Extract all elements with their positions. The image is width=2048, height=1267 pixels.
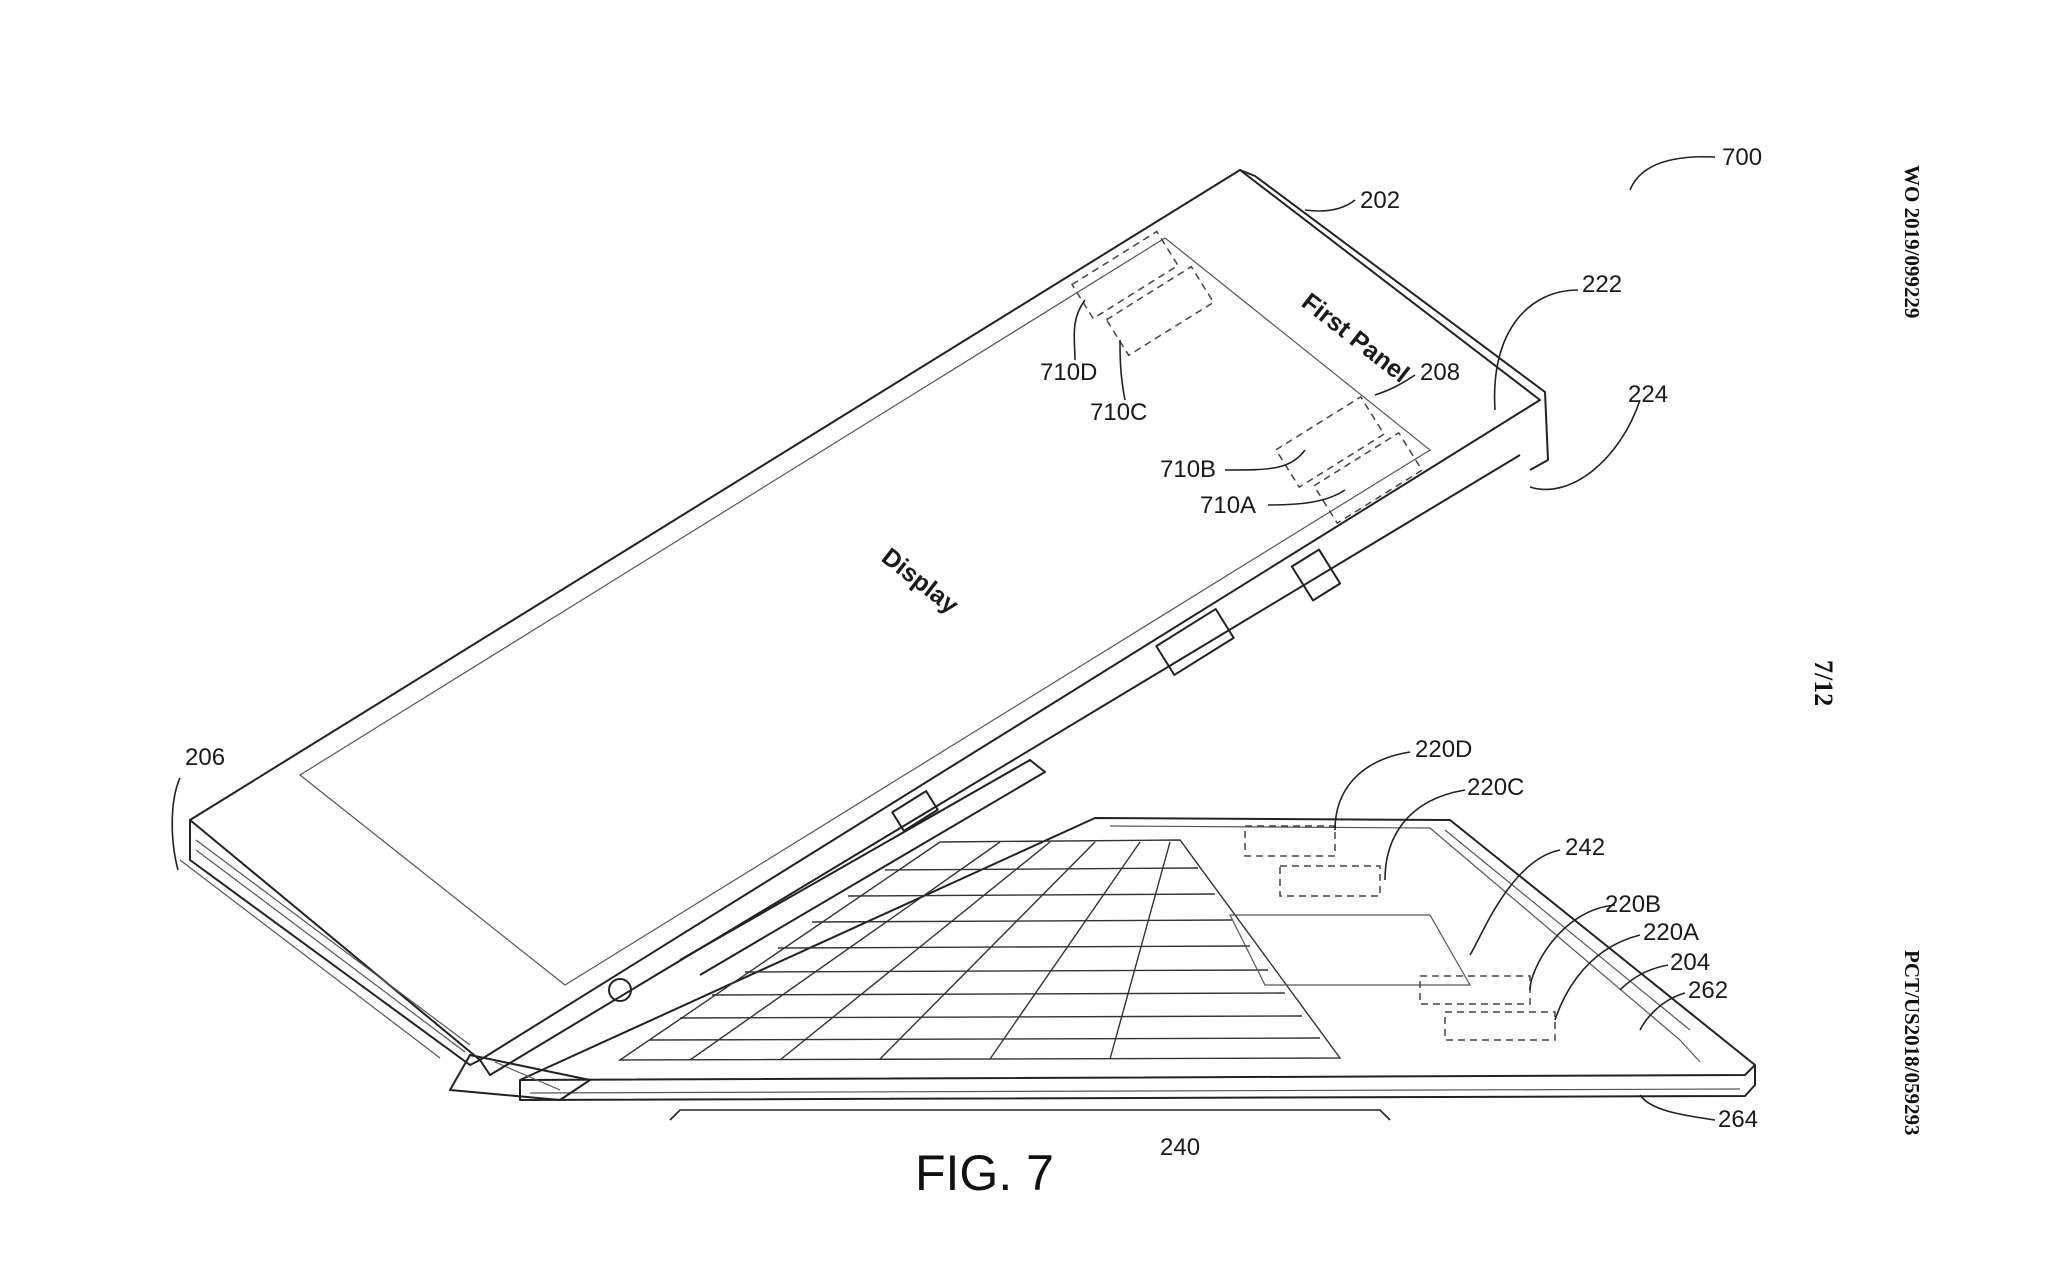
ref-262: 262 [1688, 977, 1728, 1004]
component-220B [1419, 975, 1531, 1005]
component-710D [1070, 230, 1180, 320]
keyboard-keys [617, 839, 1342, 1061]
ref-220B: 220B [1605, 891, 1661, 918]
first-panel-text: First Panel [1296, 288, 1414, 389]
port-2 [1155, 608, 1235, 676]
component-220A [1444, 1011, 1556, 1041]
ref-208: 208 [1420, 359, 1460, 386]
ref-710A: 710A [1200, 492, 1256, 519]
component-710B [1274, 395, 1386, 489]
component-220D [1244, 825, 1336, 857]
ref-710D: 710D [1040, 359, 1097, 386]
ref-224: 224 [1628, 381, 1668, 408]
ref-222: 222 [1582, 271, 1622, 298]
ref-242: 242 [1565, 834, 1605, 861]
jack [608, 978, 632, 1002]
component-220C [1279, 865, 1381, 897]
ref-710C: 710C [1090, 399, 1147, 426]
component-710A [1312, 431, 1424, 525]
display-text: Display [876, 543, 963, 620]
port-3 [891, 790, 939, 832]
first-panel [179, 169, 1549, 1076]
display-screen [298, 237, 1432, 986]
second-panel-base [519, 817, 1756, 1101]
ref-240: 240 [1160, 1134, 1200, 1161]
ref-264: 264 [1718, 1106, 1758, 1133]
ref-700: 700 [1722, 144, 1762, 171]
ref-204: 204 [1670, 949, 1710, 976]
ref-220D: 220D [1415, 736, 1472, 763]
application-number: PCT/US2018/059293 [1900, 950, 1924, 1136]
ref-206: 206 [185, 744, 225, 771]
leader-lines [171, 155, 1716, 1121]
trackpad [1229, 914, 1472, 986]
publication-number: WO 2019/099229 [1900, 165, 1924, 318]
ref-220A: 220A [1643, 919, 1699, 946]
page-number: 7/12 [1809, 660, 1838, 706]
ref-710B: 710B [1160, 456, 1216, 483]
hinge [449, 759, 1046, 1101]
component-710C [1105, 265, 1215, 357]
reference-numerals: 700 202 222 224 208 710D 710C 710B 710A … [185, 144, 1762, 1161]
ref-202: 202 [1360, 187, 1400, 214]
port-1 [1290, 548, 1342, 602]
ref-220C: 220C [1467, 774, 1524, 801]
figure-caption: FIG. 7 [915, 1145, 1054, 1201]
